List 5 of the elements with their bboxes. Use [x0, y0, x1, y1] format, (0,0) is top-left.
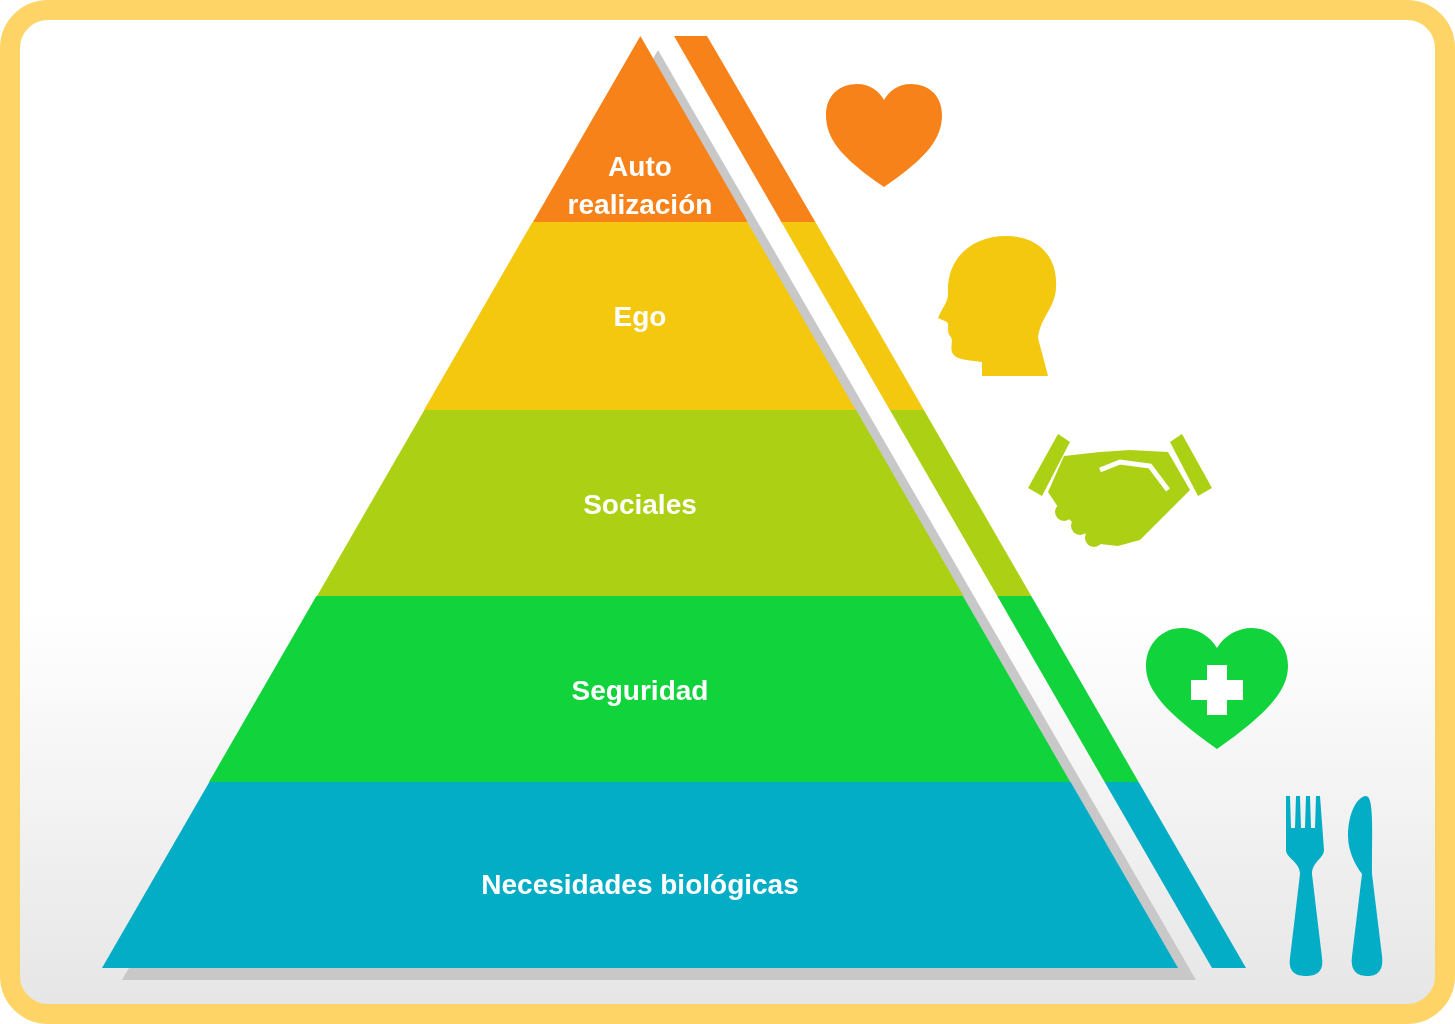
level-label: Seguridad	[570, 674, 710, 708]
level-label: Ego	[612, 300, 668, 334]
level-label: Auto realización	[566, 150, 714, 222]
level-label: Necesidades biológicas	[480, 868, 800, 902]
level-label: Sociales	[582, 488, 698, 522]
